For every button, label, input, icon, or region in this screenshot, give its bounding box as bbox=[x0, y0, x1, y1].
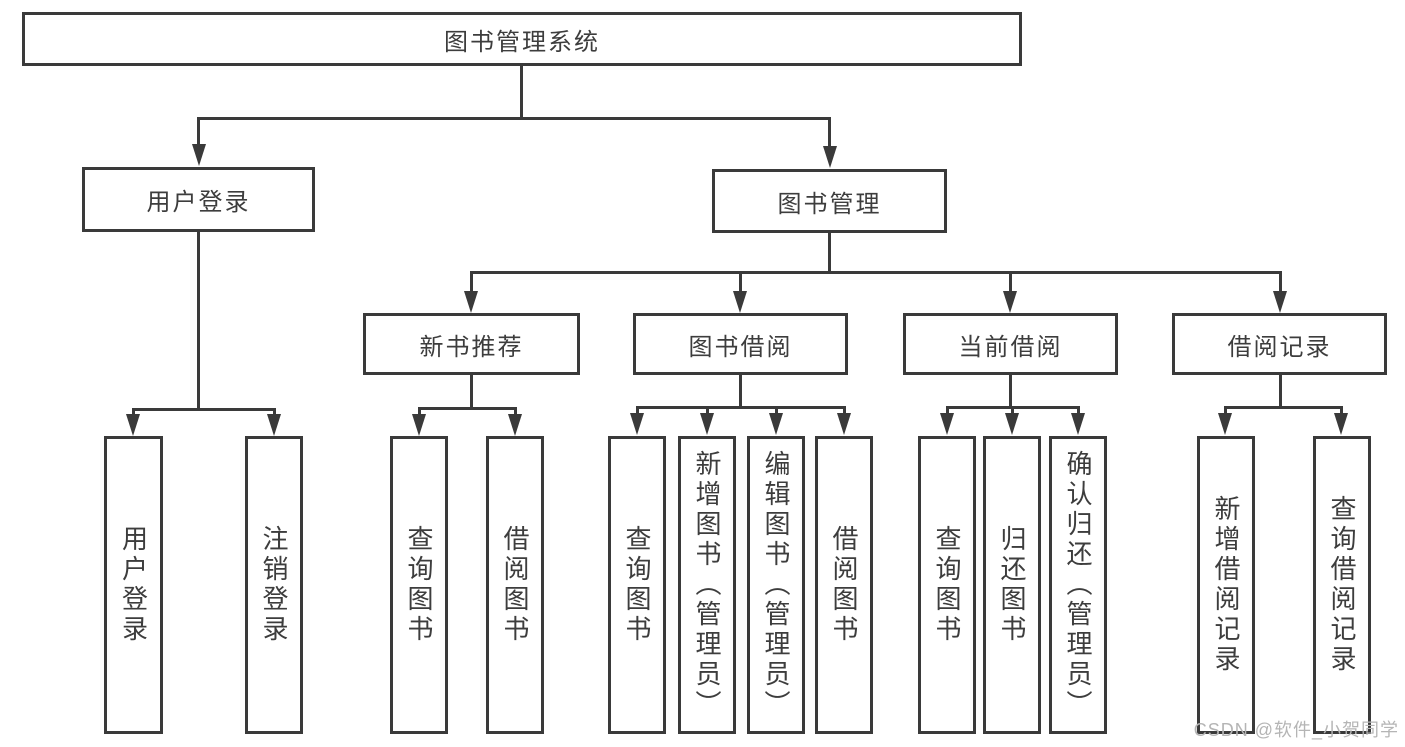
node-new-book-recommend: 新书推荐 bbox=[363, 313, 580, 375]
connector-line bbox=[636, 406, 846, 409]
connector-line bbox=[197, 117, 200, 145]
connector-line bbox=[1009, 271, 1012, 291]
arrowhead bbox=[1334, 413, 1348, 435]
arrowhead bbox=[1273, 291, 1287, 313]
arrowhead bbox=[769, 413, 783, 435]
connector-line bbox=[1009, 375, 1012, 406]
arrowhead bbox=[1005, 413, 1019, 435]
arrowhead bbox=[464, 291, 478, 313]
connector-line bbox=[470, 271, 1281, 274]
connector-line bbox=[843, 406, 846, 414]
arrowhead bbox=[700, 413, 714, 435]
connector-line bbox=[197, 117, 831, 120]
arrowhead bbox=[837, 413, 851, 435]
leaf-query-books-borrow: 查询图书 bbox=[608, 436, 666, 734]
leaf-user-login: 用户登录 bbox=[104, 436, 163, 734]
node-current-borrow: 当前借阅 bbox=[903, 313, 1118, 375]
connector-line bbox=[418, 407, 517, 410]
connector-line bbox=[1340, 406, 1343, 414]
arrowhead bbox=[192, 144, 206, 166]
connector-line bbox=[514, 407, 517, 415]
leaf-borrow-books: 借阅图书 bbox=[815, 436, 873, 734]
connector-line bbox=[132, 408, 135, 416]
connector-line bbox=[775, 406, 778, 414]
arrowhead bbox=[733, 291, 747, 313]
arrowhead bbox=[267, 414, 281, 436]
node-user-login: 用户登录 bbox=[82, 167, 315, 232]
connector-line bbox=[520, 66, 523, 117]
connector-line bbox=[828, 117, 831, 147]
node-book-borrow: 图书借阅 bbox=[633, 313, 848, 375]
connector-line bbox=[1279, 375, 1282, 406]
connector-line bbox=[273, 408, 276, 416]
connector-line bbox=[1224, 406, 1343, 409]
connector-line bbox=[1011, 406, 1014, 414]
arrowhead bbox=[126, 414, 140, 436]
connector-line bbox=[828, 233, 831, 271]
leaf-query-borrow-record: 查询借阅记录 bbox=[1313, 436, 1371, 734]
connector-line bbox=[1077, 406, 1080, 414]
connector-line bbox=[1279, 271, 1282, 291]
arrowhead bbox=[1003, 291, 1017, 313]
connector-line bbox=[706, 406, 709, 414]
connector-line bbox=[132, 408, 276, 411]
arrowhead bbox=[823, 146, 837, 168]
leaf-borrow-books-recommend: 借阅图书 bbox=[486, 436, 544, 734]
connector-line bbox=[1224, 406, 1227, 414]
leaf-add-borrow-record: 新增借阅记录 bbox=[1197, 436, 1255, 734]
connector-line bbox=[418, 407, 421, 415]
connector-line bbox=[197, 232, 200, 408]
connector-line bbox=[739, 271, 742, 291]
arrowhead bbox=[412, 414, 426, 436]
arrowhead bbox=[940, 413, 954, 435]
connector-line bbox=[470, 271, 473, 291]
connector-line bbox=[739, 375, 742, 406]
connector-line bbox=[470, 375, 473, 407]
leaf-add-books-admin: 新增图书（管理员） bbox=[678, 436, 736, 734]
leaf-confirm-return-admin: 确认归还（管理员） bbox=[1049, 436, 1107, 734]
node-book-management: 图书管理 bbox=[712, 169, 947, 233]
leaf-query-books-recommend: 查询图书 bbox=[390, 436, 448, 734]
connector-line bbox=[636, 406, 639, 414]
leaf-return-books: 归还图书 bbox=[983, 436, 1041, 734]
arrowhead bbox=[508, 414, 522, 436]
connector-line bbox=[946, 406, 949, 414]
arrowhead bbox=[1071, 413, 1085, 435]
leaf-logout: 注销登录 bbox=[245, 436, 303, 734]
leaf-query-books-current: 查询图书 bbox=[918, 436, 976, 734]
arrowhead bbox=[630, 413, 644, 435]
leaf-edit-books-admin: 编辑图书（管理员） bbox=[747, 436, 805, 734]
csdn-watermark: CSDN @软件_小贺同学 bbox=[1193, 720, 1399, 740]
node-borrow-records: 借阅记录 bbox=[1172, 313, 1387, 375]
arrowhead bbox=[1218, 413, 1232, 435]
node-root: 图书管理系统 bbox=[22, 12, 1022, 66]
